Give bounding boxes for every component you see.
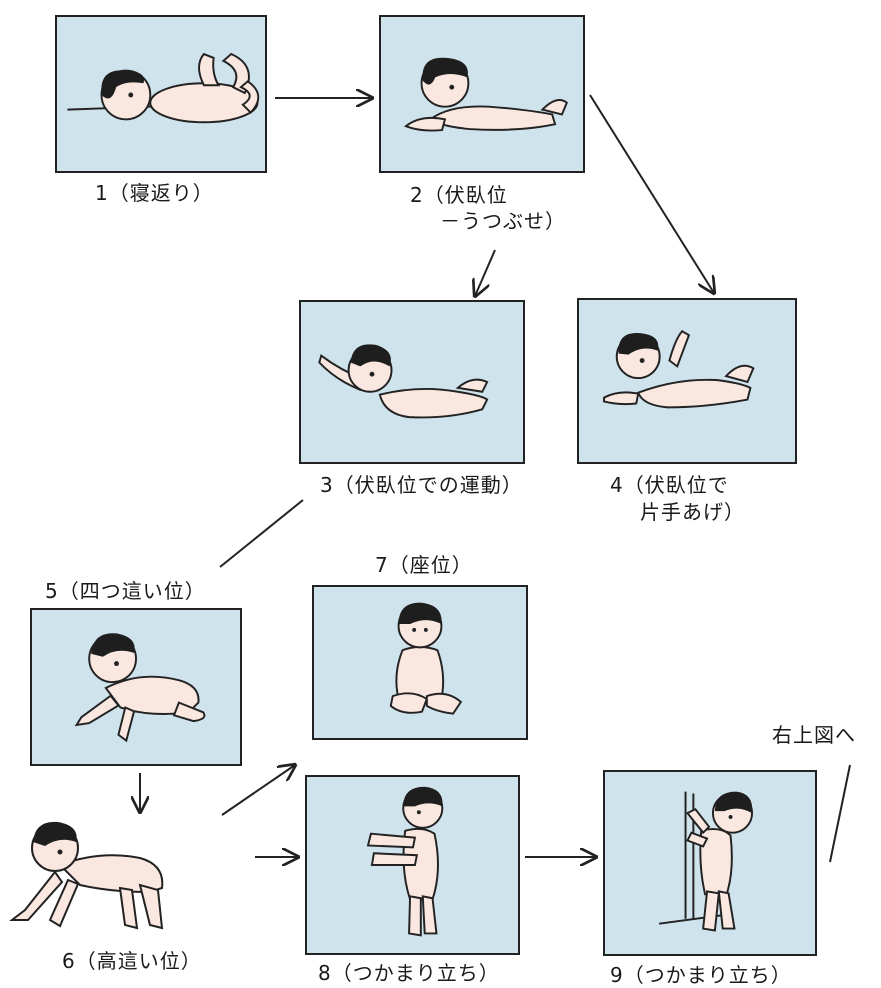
stage-2-panel: [379, 15, 585, 173]
stage-4-panel: [577, 298, 797, 464]
stage-7-panel: [312, 585, 528, 740]
stage-9-caption: 9（つかまり立ち）: [610, 963, 792, 987]
arrow-2-to-3: [475, 249, 496, 296]
stage-8-caption: 8（つかまり立ち）: [318, 961, 500, 985]
baby-high-crawl-illustration: [9, 821, 164, 930]
stage-2-caption-line1: 2（伏臥位: [410, 183, 508, 207]
baby-prone-movement-illustration: [318, 344, 489, 419]
note-to-top-right: 右上図へ: [772, 723, 856, 747]
stage-1-caption: 1（寝返り）: [95, 181, 214, 205]
stage-6-caption: 6（高這い位）: [62, 949, 202, 973]
stage-1-panel: [55, 15, 267, 173]
stage-2-caption-line2: －うつぶせ）: [440, 209, 566, 233]
stage-3-panel: [299, 300, 525, 464]
baby-sitting-illustration: [389, 602, 463, 715]
baby-prone-illustration: [404, 57, 568, 132]
stage-5-panel: [30, 608, 242, 766]
stage-7-caption: 7（座位）: [375, 553, 473, 577]
pointer-line-note: [829, 764, 851, 863]
arrow-6-to-7: [221, 765, 295, 816]
stage-4-caption-line2: 片手あげ）: [640, 500, 745, 524]
arrow-2-to-4: [589, 94, 714, 293]
baby-standing-holding-bars-illustration: [658, 791, 754, 932]
stage-4-caption-line1: 4（伏臥位で: [610, 473, 729, 497]
baby-rolling-illustration: [67, 52, 260, 124]
baby-standing-holding-hands-illustration: [366, 786, 444, 937]
baby-one-hand-raised-illustration: [603, 329, 755, 409]
stage-9-panel: [603, 770, 817, 956]
line-3-to-5: [219, 499, 304, 568]
stage-8-panel: [305, 775, 520, 955]
stage-3-caption: 3（伏臥位での運動）: [320, 473, 523, 497]
baby-crawling-illustration: [74, 633, 206, 743]
stage-5-caption: 5（四つ這い位）: [45, 579, 206, 603]
